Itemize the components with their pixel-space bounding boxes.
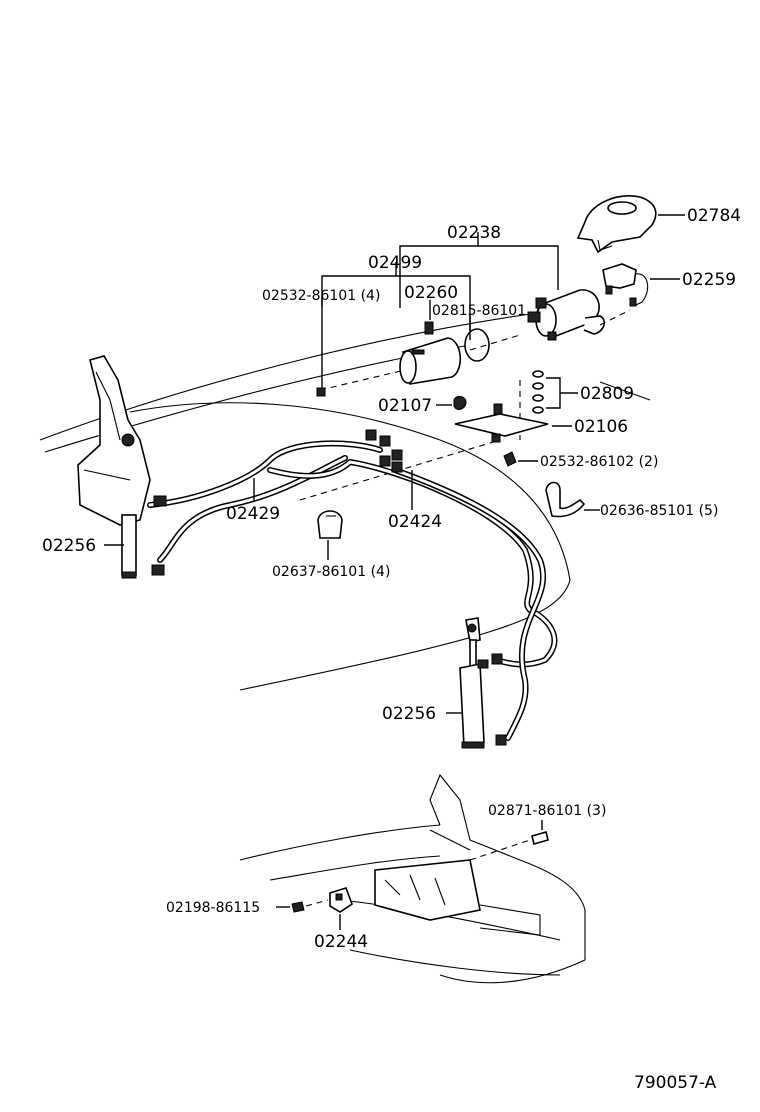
callout-02784: 02784: [687, 206, 741, 226]
callout-02259: 02259: [682, 270, 736, 290]
callout-02198-86115: 02198-86115: [166, 900, 260, 916]
motor: [399, 337, 461, 385]
pump-cover: [576, 195, 657, 254]
pump-motor: [527, 289, 606, 341]
callout-02532-86102: 02532-86102 (2): [540, 454, 658, 470]
trunk-bracket: [329, 887, 353, 913]
mount-plate: [454, 403, 549, 443]
leader-lines: [321, 232, 559, 388]
bolt-left: [316, 387, 326, 397]
figure-code: 790057-A: [634, 1073, 717, 1093]
hose-clamp: [545, 481, 586, 518]
callout-02429: 02429: [226, 504, 280, 524]
callout-02256-left: 02256: [42, 536, 96, 556]
hydraulic-hoses: [147, 429, 558, 746]
washers: [532, 370, 544, 414]
callout-02424: 02424: [388, 512, 442, 532]
cylinder-center: [459, 617, 489, 749]
bracket: [602, 263, 649, 307]
callout-02260: 02260: [404, 283, 458, 303]
callout-02107: 02107: [378, 396, 432, 416]
trunk-bolt: [291, 901, 305, 913]
cylinder-left-assembly: [77, 355, 151, 579]
callout-02809: 02809: [580, 384, 634, 404]
o-ring: [464, 328, 490, 362]
trunk-outline: [239, 773, 586, 984]
hose-clip: [317, 510, 343, 539]
callout-02238: 02238: [447, 223, 501, 243]
callout-02244: 02244: [314, 932, 368, 952]
callout-02256-center: 02256: [382, 704, 436, 724]
grommet: [453, 395, 467, 410]
callout-02499: 02499: [368, 253, 422, 273]
callout-02636-85101: 02636-85101 (5): [600, 503, 718, 519]
callout-02637-86101: 02637-86101 (4): [272, 564, 390, 580]
callout-02106: 02106: [574, 417, 628, 437]
bolt-right: [503, 451, 517, 467]
callout-02815-86101: 02815-86101: [432, 303, 526, 319]
callout-02871-86101: 02871-86101 (3): [488, 803, 606, 819]
callout-02532-86101: 02532-86101 (4): [262, 288, 380, 304]
screw: [424, 321, 434, 335]
trunk-plug: [531, 831, 549, 845]
